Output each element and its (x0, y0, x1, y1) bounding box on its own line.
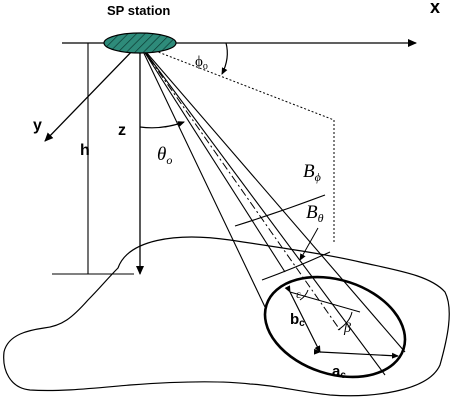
b-theta-arc (261, 251, 331, 281)
epsilon-label: ε (296, 287, 301, 301)
phi-angle-arc (221, 42, 228, 75)
theta-label: θo (157, 144, 172, 167)
y-axis (44, 44, 139, 142)
phi-label: ϕo (195, 54, 208, 72)
x-axis-label: x (430, 0, 440, 17)
beam-inner-left (139, 44, 286, 273)
ac-label: ac (332, 363, 346, 381)
b-phi-label: Bϕ (303, 161, 321, 184)
b-theta-pointer (299, 227, 319, 261)
beam-inner-right (139, 44, 386, 376)
epsilon-angle-arc (299, 289, 309, 301)
azimuth-projection-line (139, 44, 335, 242)
theta-angle-arc (139, 121, 185, 129)
major-axis-ac (313, 348, 399, 359)
beam-centerline (139, 44, 341, 331)
beam-outer-right (139, 44, 406, 353)
terrain-outline (3, 236, 450, 397)
ellipse-center-ray (289, 291, 361, 313)
z-axis-label: z (118, 122, 126, 139)
b-phi-arc (234, 194, 326, 227)
beta-angle-arc (337, 311, 353, 331)
beam-outer-left (139, 44, 266, 308)
footprint-ellipse (263, 275, 407, 379)
sp-station-icon (103, 32, 177, 54)
station-label: SP station (107, 3, 170, 18)
bc-label: bc (290, 311, 305, 329)
beta-label: β (343, 321, 351, 336)
b-theta-label: Bθ (306, 202, 324, 225)
h-label: h (80, 142, 90, 159)
minor-axis-bc (284, 285, 321, 353)
y-axis-label: y (33, 117, 42, 134)
